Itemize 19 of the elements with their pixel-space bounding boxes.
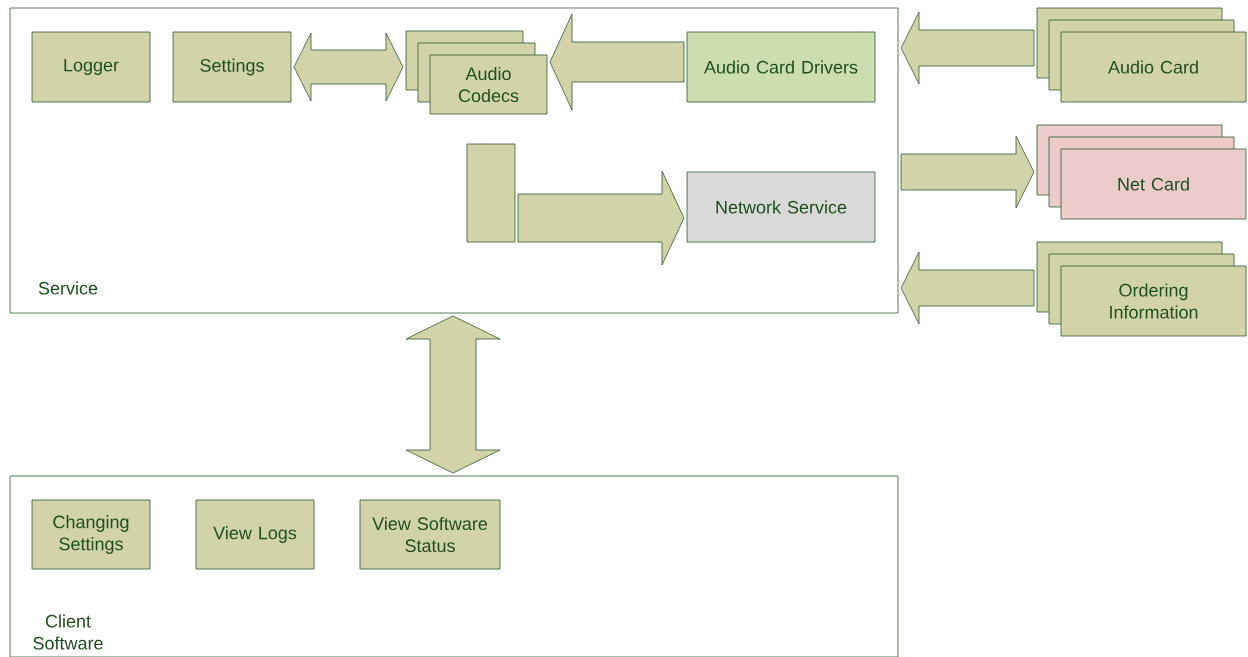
block-arrow (293, 32, 404, 102)
stacked-cards: Audio Card (1036, 7, 1247, 103)
process-box: Logger (31, 31, 151, 103)
process-box: Changing Settings (31, 499, 151, 570)
process-box: View Logs (195, 499, 315, 570)
process-box: Network Service (686, 171, 876, 243)
process-box: View Software Status (359, 499, 501, 570)
process-box: Settings (172, 31, 292, 103)
stacked-cards: Net Card (1036, 124, 1247, 220)
block-arrow (900, 11, 1035, 85)
block-arrow (517, 170, 685, 266)
block-arrow (900, 251, 1035, 325)
empty-box (466, 143, 516, 243)
block-arrow (900, 135, 1035, 209)
block-arrow (549, 13, 685, 111)
block-arrow (405, 315, 501, 474)
stacked-cards: Audio Codecs (405, 30, 548, 115)
process-box: Audio Card Drivers (686, 31, 876, 103)
stacked-cards: Ordering Information (1036, 241, 1247, 337)
